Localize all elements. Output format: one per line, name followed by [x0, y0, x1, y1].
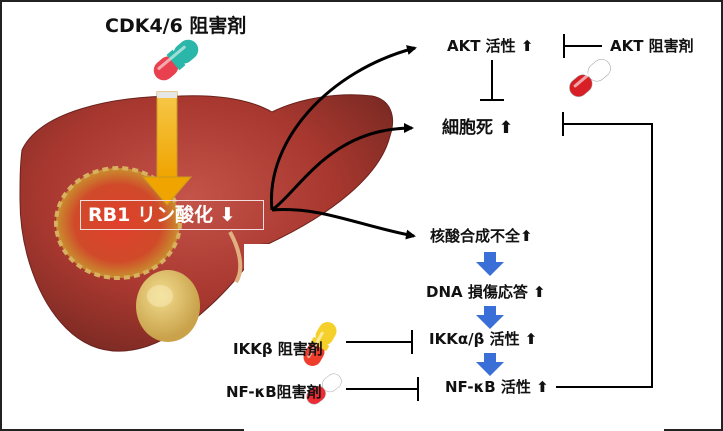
nfkb-activity-label: NF-κB 活性 ⬆: [445, 378, 549, 396]
rb1-phosphorylation-label: RB1 リン酸化 ⬇: [88, 204, 236, 226]
nfkb-inhibits-cell-death: [556, 112, 653, 388]
tumor: [56, 168, 180, 278]
liver-illustration: [19, 94, 664, 431]
blue-arrow-1: [476, 252, 504, 276]
cdk-capsule-icon: [153, 39, 199, 81]
ikk-inhibitor-label: IKKβ 阻害剤: [233, 340, 323, 358]
yellow-down-arrow: [141, 91, 193, 206]
arrow-to-nucleotide: [271, 207, 416, 240]
blue-arrow-2: [476, 306, 504, 329]
cell-death-label: 細胞死 ⬆: [442, 118, 514, 138]
akt-capsule-icon: [569, 59, 611, 97]
ikk-activity-label: IKKα/β 活性 ⬆: [429, 330, 538, 348]
akt-inhibitor-line: [563, 34, 602, 58]
dna-damage-label: DNA 損傷応答 ⬆: [426, 283, 546, 301]
nucleotide-synthesis-label: 核酸合成不全⬆: [430, 227, 533, 245]
akt-inhibits-cell-death: [480, 60, 504, 101]
nfkb-inhibitor-line: [346, 377, 419, 401]
nfkb-inhibitor-label: NF-κB阻害剤: [226, 383, 322, 401]
cdk-inhibitor-label: CDK4/6 阻害剤: [105, 15, 247, 37]
ikk-inhibitor-line: [346, 330, 413, 354]
arrow-to-cell-death: [271, 123, 414, 212]
ikk-capsule-icon: [303, 322, 337, 366]
rb1-label-box: [80, 200, 264, 230]
akt-activity-label: AKT 活性 ⬆: [447, 37, 534, 55]
gallbladder: [136, 270, 200, 342]
blue-arrow-3: [476, 353, 504, 376]
akt-inhibitor-label: AKT 阻害剤: [610, 37, 694, 55]
nfkb-capsule-icon: [306, 373, 342, 405]
arrow-to-akt: [270, 45, 417, 211]
